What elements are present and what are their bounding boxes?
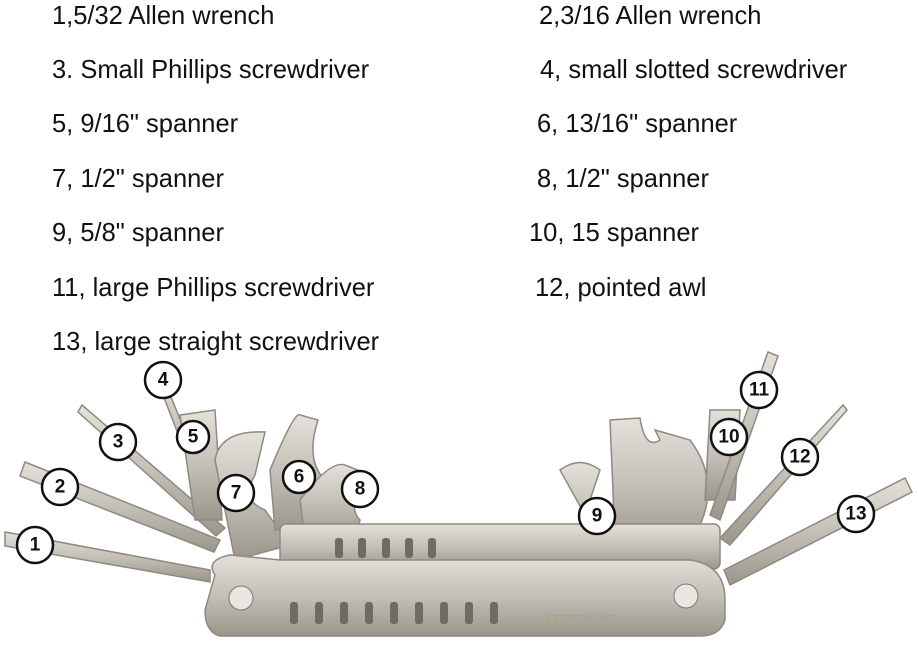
label-1: 1,5/32 Allen wrench — [52, 0, 275, 30]
spanner-10-stack — [609, 417, 709, 551]
callout-2: 2 — [55, 477, 66, 498]
callout-4: 4 — [158, 370, 169, 391]
callout-10: 10 — [718, 427, 739, 448]
callout-9: 9 — [592, 506, 603, 527]
slotted-large — [723, 476, 914, 587]
callout-5: 5 — [188, 427, 199, 448]
label-11: 11, large Phillips screwdriver — [52, 272, 375, 302]
callout-3: 3 — [113, 432, 124, 453]
label-8: 8, 1/2" spanner — [537, 163, 709, 193]
tool-body-front — [204, 554, 726, 637]
label-2: 2,3/16 Allen wrench — [539, 0, 762, 30]
label-12: 12, pointed awl — [535, 272, 707, 302]
brand-logo: KEEP DIVING — [545, 613, 616, 625]
screw-right — [673, 583, 699, 609]
label-5: 5, 9/16" spanner — [52, 108, 239, 138]
callout-6: 6 — [294, 467, 305, 488]
callout-12: 12 — [789, 447, 810, 468]
label-10: 10, 15 spanner — [529, 217, 699, 247]
callout-1: 1 — [30, 535, 41, 556]
allen-wrench-1 — [4, 531, 211, 583]
label-4: 4, small slotted screwdriver — [540, 54, 848, 84]
callout-13: 13 — [845, 504, 866, 525]
callout-7: 7 — [231, 483, 242, 504]
label-7: 7, 1/2" spanner — [52, 163, 224, 193]
spanner-7 — [214, 431, 292, 561]
awl — [718, 403, 848, 547]
label-13: 13, large straight screwdriver — [52, 326, 380, 356]
label-9: 9, 5/8" spanner — [52, 217, 224, 247]
screw-left — [228, 585, 254, 611]
callout-11: 11 — [749, 380, 770, 401]
callout-8: 8 — [355, 479, 366, 500]
label-6: 6, 13/16" spanner — [537, 108, 738, 138]
body-slots — [290, 538, 498, 624]
callouts — [15, 360, 876, 565]
label-3: 3. Small Phillips screwdriver — [52, 54, 370, 84]
